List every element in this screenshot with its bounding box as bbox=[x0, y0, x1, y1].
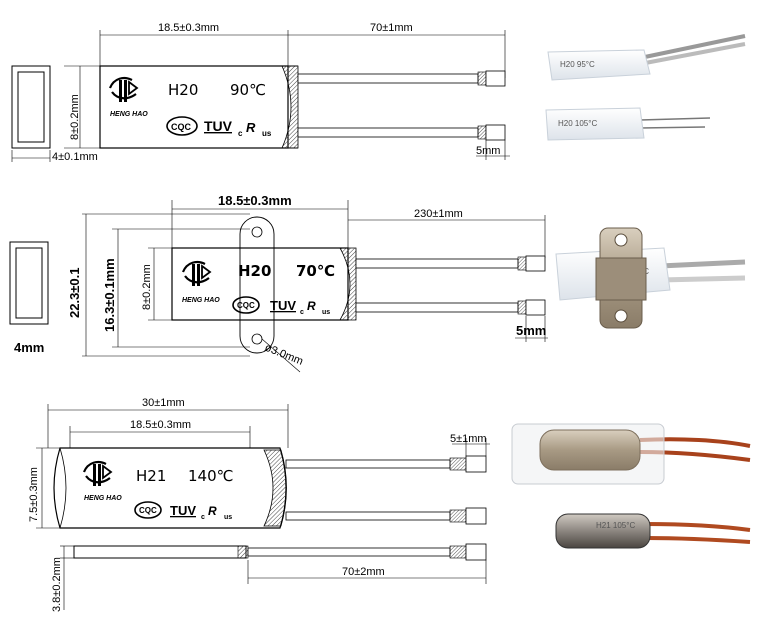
body-length-label: 18.5±0.3mm bbox=[130, 419, 191, 431]
ul-mark-icon: R bbox=[246, 120, 256, 135]
total-length-label: 30±1mm bbox=[142, 397, 185, 409]
mounting-bracket bbox=[239, 216, 275, 354]
temp-label: 90℃ bbox=[230, 81, 266, 99]
tuv-label: TUV bbox=[204, 118, 233, 134]
diagram-2: 4mm 22.3±0.1 16.3±0.1mm 8±0.2mm ø3.0mm 1… bbox=[9, 193, 548, 373]
strip-label: 5±1mm bbox=[450, 433, 487, 445]
lead-lower bbox=[285, 507, 487, 525]
us-label: us bbox=[224, 514, 232, 521]
c-label: c bbox=[238, 129, 243, 138]
end-view-inner bbox=[17, 71, 45, 143]
height-mid-label: 16.3±0.1mm bbox=[102, 258, 117, 332]
temp-label: 140℃ bbox=[188, 467, 233, 485]
strip-label: 5mm bbox=[476, 145, 500, 157]
ul-mark-icon: R bbox=[307, 299, 316, 313]
metal-body-photo bbox=[539, 429, 641, 471]
width-dim-label: 4±0.1mm bbox=[52, 151, 98, 163]
lead-lower bbox=[297, 124, 506, 141]
thermostat-body bbox=[171, 247, 349, 321]
body-length-label: 18.5±0.3mm bbox=[158, 22, 219, 34]
cqc-label: CQC bbox=[237, 301, 255, 310]
hole-dim-label: ø3.0mm bbox=[263, 342, 305, 368]
width-dim-label: 4mm bbox=[14, 340, 44, 355]
us-label: us bbox=[322, 309, 330, 316]
photo-h20-105c: H20 105°C bbox=[545, 107, 711, 141]
height-total-label: 22.3±0.1 bbox=[67, 267, 82, 318]
end-view-inner bbox=[15, 247, 43, 319]
model-label: H21 bbox=[136, 467, 166, 485]
photo-metal-sleeved bbox=[511, 423, 751, 485]
lead-upper bbox=[297, 70, 506, 87]
brand-label: HENG HAO bbox=[110, 111, 148, 118]
height-dim-label: 8±0.2mm bbox=[141, 264, 153, 310]
cqc-label: CQC bbox=[139, 506, 157, 515]
diagram-3: 30±1mm 18.5±0.3mm 7.5±0.3mm 5±1mm bbox=[28, 397, 490, 612]
dark-metal-body-photo bbox=[555, 513, 651, 549]
c-label: c bbox=[201, 514, 205, 521]
photo-1-marking: H20 95°C bbox=[560, 60, 595, 69]
photo-metal-h21: H21 105°C bbox=[555, 513, 751, 549]
photo-h20-95c: H20 95°C bbox=[547, 34, 746, 81]
lead-length-label: 230±1mm bbox=[414, 208, 463, 220]
tuv-label: TUV bbox=[170, 503, 196, 518]
bracket-hole-bottom bbox=[251, 333, 263, 345]
ul-mark-icon: R bbox=[208, 504, 217, 518]
cqc-mark-icon bbox=[166, 116, 198, 136]
lead-upper bbox=[285, 455, 487, 473]
end-view-outer bbox=[11, 65, 51, 149]
body-length-label: 18.5±0.3mm bbox=[218, 193, 292, 208]
crimp-end bbox=[339, 247, 357, 321]
height-dim-label: 8±0.2mm bbox=[69, 94, 81, 140]
brand-label: HENG HAO bbox=[182, 297, 220, 304]
lead-length-label: 70±2mm bbox=[342, 566, 385, 578]
diagram-1: 4±0.1mm 8±0.2mm 18.5±0.3mm 70±1mm bbox=[11, 22, 510, 163]
lead-side bbox=[247, 543, 487, 561]
photo-5-marking: H21 105°C bbox=[596, 521, 635, 530]
end-view-outer bbox=[9, 241, 49, 325]
c-label: c bbox=[300, 309, 304, 316]
strip-label: 5mm bbox=[516, 323, 546, 338]
model-label: H20 bbox=[238, 262, 271, 280]
model-label: H20 bbox=[168, 81, 198, 99]
height-dim-label: 7.5±0.3mm bbox=[28, 467, 40, 522]
lead-length-label: 70±1mm bbox=[370, 22, 413, 34]
us-label: us bbox=[262, 129, 272, 138]
bracket-hole-top bbox=[251, 226, 263, 238]
cqc-label: CQC bbox=[171, 122, 192, 132]
photo-2-marking: H20 105°C bbox=[558, 119, 597, 128]
cqc-mark-icon bbox=[232, 296, 260, 314]
crimp-end bbox=[263, 449, 287, 527]
lead-upper bbox=[355, 255, 546, 272]
brand-label: HENG HAO bbox=[84, 495, 122, 502]
cqc-mark-icon bbox=[134, 501, 162, 519]
photo-bracket-version: °C bbox=[555, 227, 746, 329]
lead-lower bbox=[355, 299, 546, 316]
thermostat-body bbox=[99, 65, 289, 149]
temp-label: 70℃ bbox=[296, 262, 335, 280]
thickness-label: 3.8±0.2mm bbox=[51, 557, 63, 612]
side-view-body bbox=[73, 545, 247, 559]
tuv-label: TUV bbox=[270, 298, 296, 313]
